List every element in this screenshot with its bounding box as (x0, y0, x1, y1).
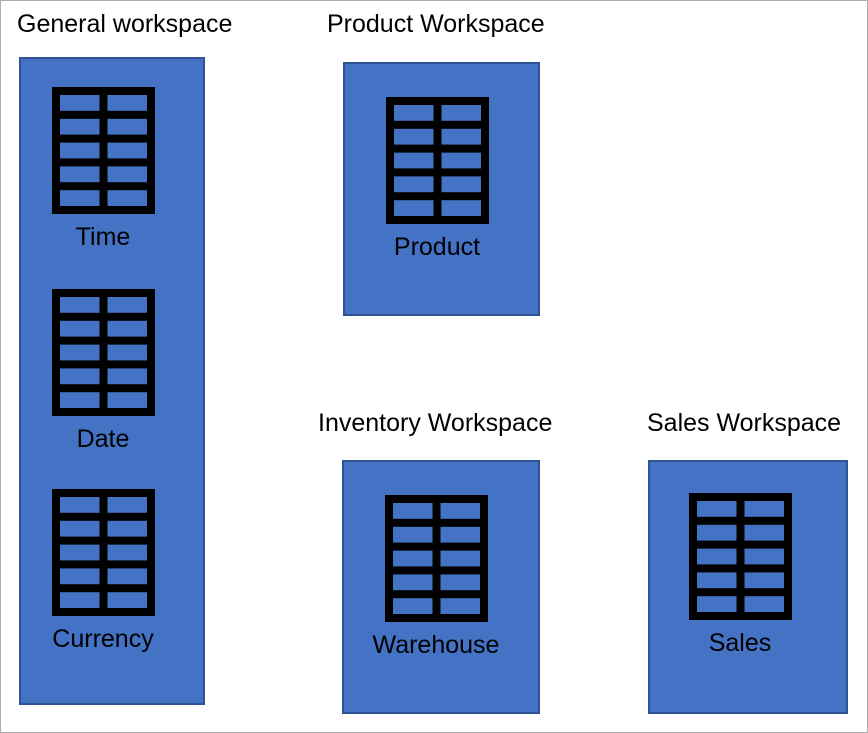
workspace-title-inventory: Inventory Workspace (318, 409, 553, 437)
table-item-currency: Currency (13, 489, 193, 654)
table-label: Sales (708, 629, 772, 657)
table-icon (52, 87, 155, 214)
table-label: Product (393, 233, 481, 261)
table-item-product: Product (347, 97, 527, 262)
table-item-date: Date (13, 289, 193, 454)
workspace-box-general: Time Date Currency (19, 57, 205, 705)
table-icon (52, 289, 155, 416)
workspace-box-sales: Sales (648, 460, 848, 714)
table-icon (385, 495, 488, 622)
table-item-sales: Sales (650, 493, 830, 658)
table-label: Warehouse (372, 631, 500, 659)
workspace-title-general: General workspace (17, 10, 233, 38)
table-icon (52, 489, 155, 616)
table-item-time: Time (13, 87, 193, 252)
table-item-warehouse: Warehouse (346, 495, 526, 660)
table-label: Time (75, 223, 131, 251)
workspace-title-sales: Sales Workspace (647, 409, 842, 437)
table-label: Date (76, 425, 130, 453)
workspace-box-product: Product (343, 62, 540, 316)
workspace-box-inventory: Warehouse (342, 460, 540, 714)
workspace-title-product: Product Workspace (327, 10, 545, 38)
table-icon (386, 97, 489, 224)
table-icon (689, 493, 792, 620)
table-label: Currency (52, 625, 154, 653)
